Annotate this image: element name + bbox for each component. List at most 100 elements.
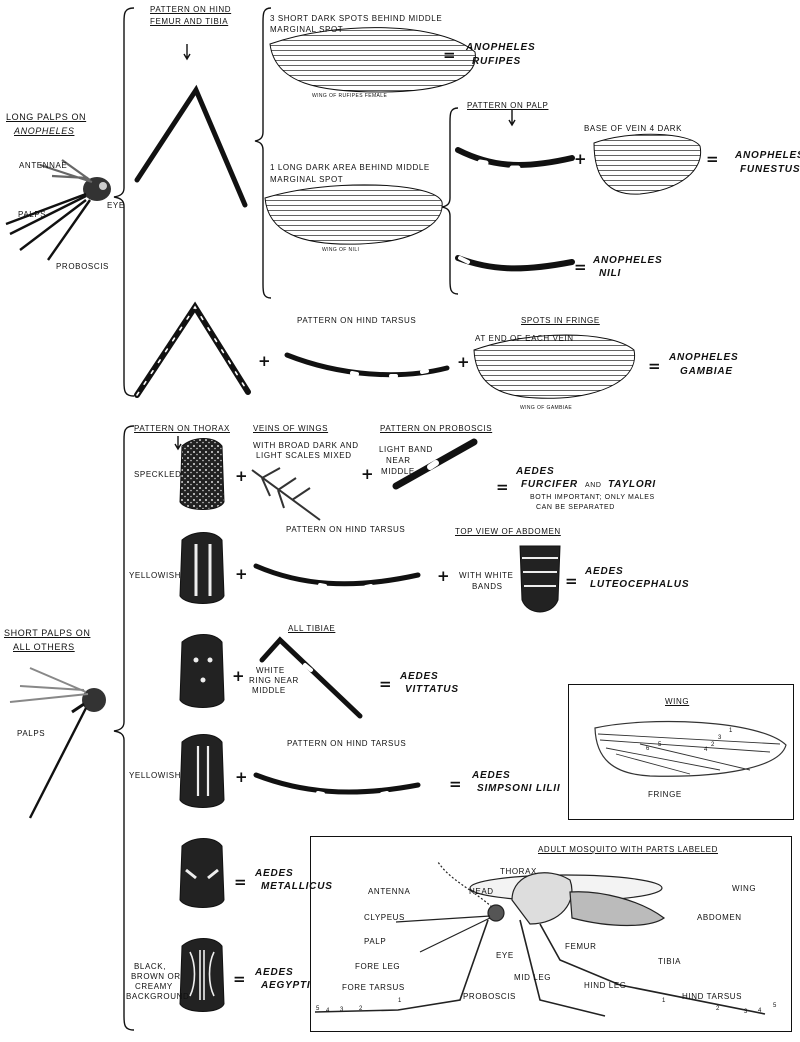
wing-vein-3: 3 [718,735,722,742]
metallicus-equals: = [234,873,247,891]
funestus-equals: = [706,150,719,168]
hind-tarsus-num-1: 1 [662,998,666,1005]
tarsus-simpsoni [256,775,418,792]
vittatus-plus: + [232,667,245,685]
thorax-furcifer [180,439,224,510]
abdomen-note-line1: WITH WHITE [459,571,513,580]
hind-tarsus-num-5: 5 [773,1003,777,1010]
label-clypeus: CLYPEUS [364,913,405,922]
furcifer-note-line1: BOTH IMPORTANT; ONLY MALES [530,494,655,502]
furcifer-thorax-note: SPECKLED [134,470,181,479]
metallicus-genus: AEDES [255,868,293,880]
rufipes-note-line1: 3 SHORT DARK SPOTS BEHIND MIDDLE [270,14,442,23]
femur-tibia-leg-1 [137,90,245,205]
aegypti-species: AEGYPTI [261,980,311,992]
proboscis-note-line3: MIDDLE [381,467,415,476]
veins-note-line2: LIGHT SCALES MIXED [256,451,352,460]
tibiae-note-line1: WHITE [256,666,285,675]
aedes-heading-line1: SHORT PALPS ON [4,628,90,638]
furcifer-plus1: + [235,467,248,485]
gambiae-tarsus-header: PATTERN ON HIND TARSUS [297,316,416,325]
vittatus-species: VITTATUS [405,684,459,696]
furcifer-equals: = [496,478,509,496]
tibiae-note-line3: MIDDLE [252,686,286,695]
simpsoni-plus: + [235,768,248,786]
label-head: HEAD [469,887,494,896]
furcifer-plus2: + [361,465,374,483]
luteocephalus-equals: = [565,572,578,590]
abdomen-luteocephalus [520,546,560,612]
label-hind-leg: HIND LEG [584,981,627,990]
simpsoni-tarsus-header: PATTERN ON HIND TARSUS [287,739,406,748]
fore-tarsus-num-2: 2 [359,1006,363,1013]
vittatus-equals: = [379,675,392,693]
wing-veins-sprig [252,468,320,520]
wing-vein-1: 1 [729,728,733,735]
tarsus-luteocephalus [256,566,418,584]
label-femur: FEMUR [565,942,596,951]
label-palps-bottom: PALPS [17,729,45,738]
femur-tibia-brace [255,8,271,298]
luteocephalus-plus1: + [235,565,248,583]
furcifer-genus: AEDES [516,466,554,478]
gambiae-plus2: + [457,353,470,371]
palp-nili [458,258,572,268]
aegypti-note-line1: BLACK, [134,962,166,971]
funestus-species: FUNESTUS [740,164,800,176]
gambiae-equals: = [648,357,661,375]
femur-tibia-header-line1: PATTERN ON HIND [150,5,231,14]
furcifer-note-line2: CAN BE SEPARATED [536,504,615,512]
wing-vein-4: 4 [704,747,708,754]
furcifer-species-b: TAYLORI [608,479,656,491]
simpsoni-thorax-note: YELLOWISH [129,771,181,780]
gambiae-fringe-note: AT END OF EACH VEIN [475,334,574,343]
adult-inset-box [310,836,792,1032]
vein4-note: BASE OF VEIN 4 DARK [584,124,682,133]
label-wing: WING [732,884,756,893]
label-eye-inset: EYE [496,951,514,960]
label-eye-top: EYE [107,201,125,210]
nili-equals: = [574,258,587,276]
tibiae-note-line2: RING NEAR [249,676,299,685]
wing-vein-6: 6 [646,746,650,753]
rufipes-genus: ANOPHELES [466,42,535,54]
thorax-vittatus [180,635,224,708]
gambiae-genus: ANOPHELES [669,352,738,364]
palp-brace [442,108,458,294]
label-proboscis-inset: PROBOSCIS [463,992,516,1001]
label-palp: PALP [364,937,386,946]
aedes-heading-line2: ALL OTHERS [13,642,75,652]
label-fore-leg: FORE LEG [355,962,400,971]
nili-genus: ANOPHELES [593,255,662,267]
simpsoni-species: SIMPSONI LILII [477,783,560,795]
wing-gambiae [474,335,635,398]
femur-tibia-leg-2 [137,307,248,395]
furcifer-and: AND [585,482,602,490]
hind-tarsus-num-3: 3 [744,1009,748,1016]
funestus-plus: + [574,150,587,168]
fore-tarsus-num-4: 4 [326,1008,330,1015]
fore-tarsus-num-3: 3 [340,1007,344,1014]
luteocephalus-thorax-note: YELLOWISH [129,571,181,580]
aegypti-note-line4: BACKGROUND [126,992,189,1001]
thorax-simpsoni [180,735,224,808]
aegypti-note-line2: BROWN OR [131,972,181,981]
label-proboscis-top: PROBOSCIS [56,262,109,271]
palp-funestus [458,150,572,165]
label-thorax: THORAX [500,867,537,876]
label-antenna: ANTENNA [368,887,410,896]
thorax-header: PATTERN ON THORAX [134,424,230,433]
label-tibia: TIBIA [658,957,681,966]
gambiae-species: GAMBIAE [680,366,733,378]
furcifer-species-a: FURCIFER [521,479,578,491]
luteocephalus-species: LUTEOCEPHALUS [590,579,689,591]
rufipes-note-line2: MARGINAL SPOT [270,25,343,34]
veins-header: VEINS OF WINGS [253,424,328,433]
rufipes-wing-caption: WING OF RUFIPES FEMALE [312,94,387,100]
simpsoni-equals: = [449,775,462,793]
aegypti-genus: AEDES [255,967,293,979]
label-fore-tarsus: FORE TARSUS [342,983,405,992]
hind-tarsus-num-4: 4 [758,1008,762,1015]
gambiae-fringe-header: SPOTS IN FRINGE [521,316,600,325]
